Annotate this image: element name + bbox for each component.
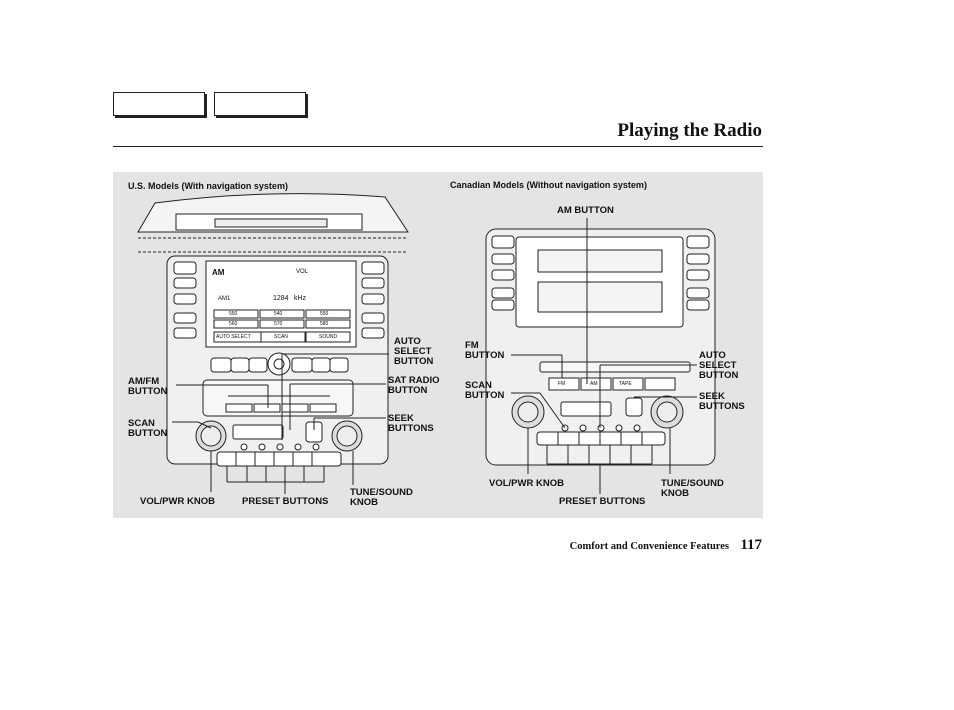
us-tune-sound-callout: TUNE/SOUND KNOB	[350, 487, 413, 508]
us-auto-select-key[interactable]: AUTO SELECT	[216, 334, 251, 340]
page-title: Playing the Radio	[617, 120, 762, 141]
us-screen-band: AM	[212, 268, 225, 277]
us-scan-key[interactable]: SCAN	[274, 334, 288, 340]
us-screen-frequency: 1284	[273, 295, 289, 302]
ca-fm-callout: FM BUTTON	[465, 340, 505, 361]
us-preset-5[interactable]: 570	[274, 321, 283, 327]
us-sat-radio-callout: SAT RADIO BUTTON	[388, 375, 440, 396]
us-preset-6[interactable]: 580	[320, 321, 329, 327]
us-screen-mode: AM1	[218, 296, 231, 302]
ca-am-callout: AM BUTTON	[557, 205, 614, 216]
ca-am-button[interactable]: AM	[590, 381, 598, 387]
ca-tape-button[interactable]: TAPE	[619, 381, 632, 387]
us-radio-unit	[137, 193, 409, 467]
us-leader-lines	[172, 353, 389, 494]
us-seek-callout: SEEK BUTTONS	[388, 413, 434, 434]
canadian-radio-unit	[485, 228, 716, 466]
ca-fm-button[interactable]: FM	[558, 381, 566, 387]
us-preset-3[interactable]: 550	[320, 311, 329, 317]
us-auto-select-callout: AUTO SELECT BUTTON	[394, 336, 434, 367]
ca-preset-callout: PRESET BUTTONS	[559, 496, 646, 507]
ca-tune-sound-callout: TUNE/SOUND KNOB	[661, 478, 724, 499]
page-number: 117	[740, 537, 762, 553]
canadian-models-caption: Canadian Models (Without navigation syst…	[450, 180, 647, 190]
us-preset-callout: PRESET BUTTONS	[242, 496, 329, 507]
us-scan-callout: SCAN BUTTON	[128, 418, 168, 439]
us-models-caption: U.S. Models (With navigation system)	[128, 181, 288, 191]
ca-vol-pwr-callout: VOL/PWR KNOB	[489, 478, 564, 489]
nav-button-previous[interactable]	[113, 92, 205, 116]
header-rule	[113, 146, 763, 147]
us-vol-pwr-callout: VOL/PWR KNOB	[140, 496, 215, 507]
nav-button-contents[interactable]	[214, 92, 306, 116]
us-preset-2[interactable]: 540	[274, 311, 283, 317]
ca-auto-select-callout: AUTO SELECT BUTTON	[699, 350, 739, 381]
us-amfm-callout: AM/FM BUTTON	[128, 376, 168, 397]
footer-section: Comfort and Convenience Features	[569, 541, 729, 552]
canadian-leader-lines	[511, 218, 697, 494]
us-screen-unit: kHz	[294, 295, 307, 302]
us-sound-key[interactable]: SOUND	[319, 334, 338, 340]
us-screen-vol: VOL	[296, 269, 309, 275]
ca-seek-callout: SEEK BUTTONS	[699, 391, 745, 412]
us-preset-1[interactable]: 550	[229, 311, 238, 317]
us-preset-4[interactable]: 560	[229, 321, 238, 327]
ca-scan-callout: SCAN BUTTON	[465, 380, 505, 401]
